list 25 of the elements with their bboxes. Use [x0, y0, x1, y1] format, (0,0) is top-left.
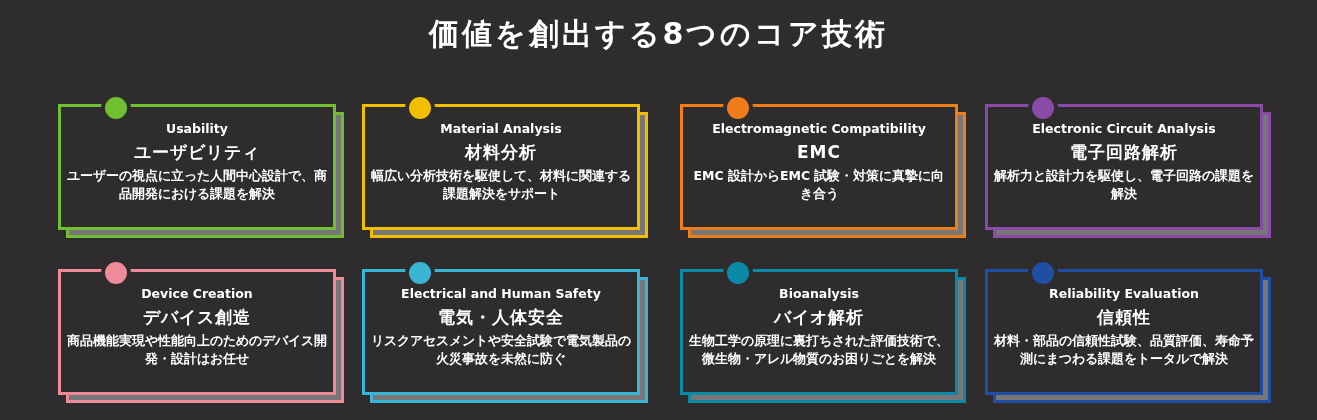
card-description: リスクアセスメントや安全試験で電気製品の火災事故を未然に防ぐ: [371, 332, 631, 368]
card-description: 幅広い分析技術を駆使して、材料に関連する課題解決をサポート: [371, 167, 631, 203]
card-heading: ユーザビリティ: [134, 141, 260, 163]
card-subtitle: Bioanalysis: [779, 286, 859, 302]
card-subtitle: Electronic Circuit Analysis: [1032, 121, 1216, 137]
card-description: EMC 設計からEMC 試験・対策に真摯に向き合う: [692, 167, 946, 203]
card-heading: EMC: [797, 141, 841, 163]
card-subtitle: Usability: [166, 121, 228, 137]
card-description: 商品機能実現や性能向上のためのデバイス開発・設計はお任せ: [67, 332, 327, 368]
card-heading: 材料分析: [465, 141, 537, 163]
card-heading: 電気・人体安全: [438, 306, 564, 328]
card-subtitle: Device Creation: [141, 286, 253, 302]
card-heading: デバイス創造: [143, 306, 251, 328]
card-description: 材料・部品の信頼性試験、品質評価、寿命予測にまつわる課題をトータルで解決: [994, 332, 1254, 368]
card-description: ユーザーの視点に立った人間中心設計で、商品開発における課題を解決: [67, 167, 327, 203]
card-heading: バイオ解析: [774, 306, 864, 328]
card-subtitle: Electrical and Human Safety: [401, 286, 601, 302]
card-subtitle: Reliability Evaluation: [1049, 286, 1199, 302]
card-heading: 電子回路解析: [1070, 141, 1178, 163]
card-heading: 信頼性: [1097, 306, 1151, 328]
card-subtitle: Electromagnetic Compatibility: [712, 121, 926, 137]
card-description: 解析力と設計力を駆使し、電子回路の課題を解決: [994, 167, 1254, 203]
card-subtitle: Material Analysis: [440, 121, 562, 137]
title: 価値を創出する8つのコア技術: [427, 15, 890, 53]
card-description: 生物工学の原理に裏打ちされた評価技術で、微生物・アレル物質のお困りごとを解決: [689, 332, 949, 368]
